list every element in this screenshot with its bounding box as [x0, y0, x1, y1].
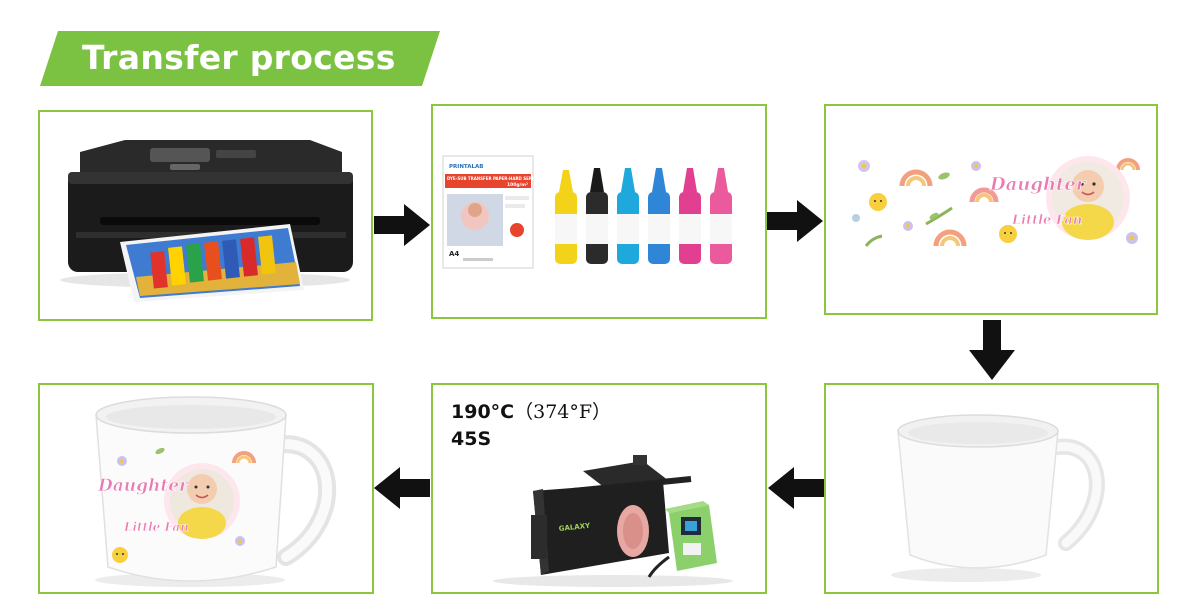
rainbow-icon — [232, 451, 256, 464]
temperature-c: 190°C — [451, 401, 515, 423]
baby-photo — [1046, 156, 1130, 240]
step-printer — [38, 110, 373, 321]
ink-bottles — [555, 168, 732, 264]
paper-label: DYE-SUB TRANSFER PAPER-HARD SERIES — [447, 176, 539, 181]
paper-size: A4 — [449, 250, 459, 258]
sun-icon — [999, 225, 1017, 243]
blank-mug-image — [891, 414, 1105, 582]
ink-bottle-pink — [710, 168, 732, 264]
temperature-f: （374°F） — [514, 401, 612, 423]
sun-icon — [869, 193, 887, 211]
rainbow-icon — [1116, 158, 1140, 171]
heat-press-image: GALAXY — [493, 455, 733, 587]
press-brand: GALAXY — [558, 522, 591, 533]
page-title: Transfer process — [82, 38, 396, 77]
rainbow-icon — [969, 187, 999, 203]
step-printed-design: Daughter Little Fan — [824, 104, 1158, 315]
paper-and-ink-image: PRINTALAB DYE-SUB TRANSFER PAPER-HARD SE… — [442, 155, 732, 269]
mug-line2: Little Fan — [123, 520, 189, 534]
mug-line1: Daughter — [97, 476, 189, 496]
step-finished-mug: Daughter Little Fan — [38, 383, 374, 594]
arrow-right-icon — [767, 200, 823, 242]
rainbow-icon — [933, 229, 967, 247]
rainbow-icon — [899, 169, 933, 187]
step-heat-press: 190°C（374°F） 45S GALAXY — [431, 383, 767, 594]
press-time: 45S — [451, 428, 492, 450]
title-banner: Transfer process — [40, 31, 440, 86]
step-blank-mug — [824, 383, 1159, 594]
printed-design-image: Daughter Little Fan — [852, 156, 1140, 247]
ink-bottle-magenta — [679, 168, 701, 264]
design-line1: Daughter — [989, 174, 1087, 195]
paper-weight: 100g/m² — [507, 182, 528, 188]
temperature-line: 190°C（374°F） — [451, 399, 611, 426]
printed-photo — [120, 224, 304, 302]
arrow-down-icon — [969, 320, 1015, 380]
step-paper-and-ink: PRINTALAB DYE-SUB TRANSFER PAPER-HARD SE… — [431, 104, 767, 319]
banner-background — [40, 31, 440, 86]
press-parameters: 190°C（374°F） 45S — [451, 399, 611, 453]
ink-bottle-blue — [648, 168, 670, 264]
design-line2: Little Fan — [1011, 213, 1082, 228]
printer-image — [60, 140, 353, 302]
ink-bottle-yellow — [555, 170, 577, 264]
paper-brand: PRINTALAB — [449, 164, 483, 170]
transfer-paper-pack: PRINTALAB DYE-SUB TRANSFER PAPER-HARD SE… — [442, 155, 539, 269]
arrow-left-icon — [374, 467, 430, 509]
baby-photo — [164, 463, 240, 539]
sun-icon — [112, 547, 128, 563]
ink-bottle-cyan — [617, 168, 639, 264]
arrow-left-icon — [768, 467, 824, 509]
finished-mug-image: Daughter Little Fan — [95, 396, 337, 587]
ink-bottle-black — [586, 168, 608, 264]
arrow-right-icon — [374, 204, 430, 246]
